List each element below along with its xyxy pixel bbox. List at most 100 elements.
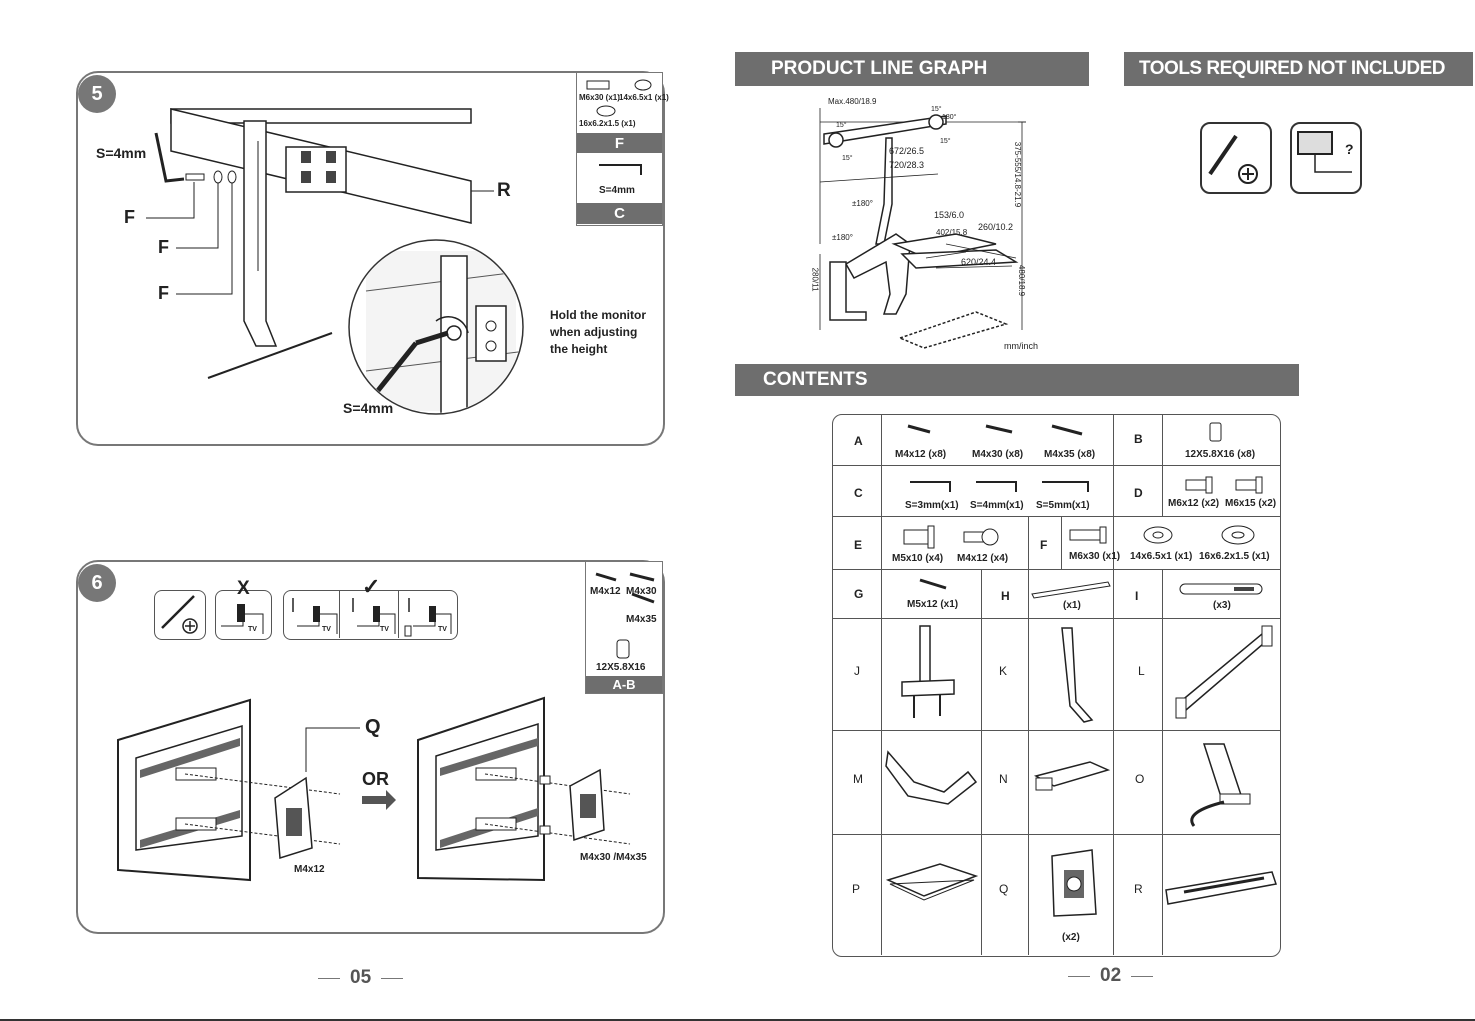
row-line — [832, 465, 1280, 466]
or-label: OR — [362, 769, 389, 789]
contents-title: CONTENTS — [763, 369, 868, 390]
step5-number: 5 — [78, 75, 116, 113]
d-item-2: M6x15 (x2) — [1225, 498, 1277, 509]
col-line — [981, 569, 982, 955]
page-number-05: 05 — [350, 967, 372, 988]
f-item-2: 14x6.5x1 (x1) — [1130, 551, 1193, 562]
spacer-b-icon — [1209, 422, 1222, 442]
q-label: Q — [365, 716, 381, 738]
row-line — [832, 618, 1280, 619]
bolts-d-icon — [1185, 476, 1263, 494]
bracket-o-icon — [1190, 743, 1251, 827]
dim-480: 480/18.9 — [1017, 264, 1027, 297]
vesa-q-icon — [1051, 849, 1097, 917]
screwdriver-tool — [1200, 122, 1272, 194]
dim-260: 260/10.2 — [978, 222, 1014, 232]
g-item-1: M5x12 (x1) — [907, 599, 959, 610]
dim-pm180-2: ±180° — [832, 233, 853, 242]
letter-q: Q — [999, 882, 1009, 896]
dim-153: 153/6.0 — [934, 210, 965, 220]
tv-label-1: TV — [248, 626, 257, 633]
row-line — [832, 569, 1280, 570]
screw-m4x12: M4x12 — [590, 586, 621, 597]
contents-header: CONTENTS — [735, 364, 1299, 396]
c-item-2: S=4mm(x1) — [970, 500, 1024, 511]
screws-e-icon — [903, 525, 999, 549]
letter-g: G — [854, 587, 864, 601]
a-item-2: M4x30 (x8) — [972, 449, 1024, 460]
cover-h-icon — [1031, 581, 1111, 599]
f-label-3: F — [158, 283, 169, 303]
phillips-screwdriver-icon — [1208, 134, 1258, 184]
tray-p-icon — [885, 863, 979, 901]
page-number-right: 02 — [1068, 965, 1154, 987]
dim-280: 280/11 — [810, 267, 820, 292]
hex-key-label: S=4mm — [96, 145, 147, 161]
col-line — [1113, 414, 1114, 569]
dim-375-555: 375-555/14.8-21.9 — [1013, 141, 1023, 208]
hex-keys-icon — [910, 481, 1089, 492]
a-item-3: M4x35 (x8) — [1044, 449, 1096, 460]
spacer-label: 12X5.8X16 — [596, 662, 646, 673]
row-line — [832, 730, 1280, 731]
note-line-2: when adjusting — [550, 325, 638, 339]
f-item-1: M6x30 (x1) — [1069, 551, 1121, 562]
e-item-2: M4x12 (x4) — [957, 553, 1009, 564]
right-screw-label: M4x30 /M4x35 — [580, 852, 647, 863]
divider — [398, 590, 399, 638]
tv-question-icon — [1297, 131, 1352, 173]
dim-672: 672/26.5 — [889, 146, 925, 156]
col-line — [1028, 569, 1029, 955]
strip-i-icon — [1179, 583, 1263, 595]
f-label-2: F — [158, 237, 169, 257]
tv-label-3: TV — [380, 626, 389, 633]
letter-o: O — [1135, 772, 1145, 786]
col-line — [1162, 414, 1163, 516]
question-mark: ? — [1345, 141, 1354, 157]
note-line-1: Hold the monitor — [550, 308, 646, 322]
letter-j: J — [854, 664, 860, 678]
tray-n-icon — [1033, 761, 1111, 791]
screw-g-icon — [919, 578, 947, 590]
crossbar-r-icon — [1165, 871, 1277, 905]
wrong-mark: X — [237, 578, 250, 599]
bottom-rule — [0, 1019, 1475, 1021]
correct-methods-box — [283, 590, 458, 640]
letter-r: R — [1134, 882, 1143, 896]
f-label-1: F — [124, 207, 135, 227]
col-line — [1162, 569, 1163, 955]
dim-pm180-1: ±180° — [852, 199, 873, 208]
f-part-2: 14x6.5x1 (x1) — [619, 93, 669, 102]
q-item-1: (x2) — [1062, 932, 1080, 943]
letter-i: I — [1135, 589, 1139, 603]
page-number-left: 05 — [318, 967, 404, 989]
e-item-1: M5x10 (x4) — [892, 553, 944, 564]
letter-a: A — [854, 434, 863, 448]
letter-p: P — [852, 882, 861, 896]
d-item-1: M6x12 (x2) — [1168, 498, 1220, 509]
tools-title: TOOLS REQUIRED NOT INCLUDED — [1139, 58, 1446, 79]
screwdriver-tool-box — [154, 590, 206, 640]
letter-n: N — [999, 772, 1008, 786]
f-part-3: 16x6.2x1.5 (x1) — [579, 119, 636, 128]
f-part-1: M6x30 (x1) — [579, 93, 620, 102]
arm-m-icon — [885, 750, 978, 805]
screw-icons — [595, 572, 655, 604]
step6-parts-box: M4x12 M4x30 M4x35 12X5.8X16 A-B — [585, 561, 663, 694]
col-line — [1113, 569, 1114, 955]
c-header: C — [577, 203, 662, 224]
tools-header: TOOLS REQUIRED NOT INCLUDED — [1124, 52, 1473, 86]
c-item: S=4mm — [599, 185, 635, 196]
pole — [243, 120, 278, 347]
hex-key-detail-label: S=4mm — [343, 400, 394, 416]
letter-e: E — [854, 538, 863, 552]
dim-180: 180° — [942, 114, 957, 121]
dim-402: 402/15.8 — [936, 228, 968, 237]
dim-15-2: 15° — [931, 106, 942, 113]
note-line-3: the height — [550, 342, 608, 356]
base-j-icon — [901, 625, 955, 718]
step5-parts-box: M6x30 (x1) 14x6.5x1 (x1) 16x6.2x1.5 (x1)… — [576, 72, 669, 226]
hex-key-c-icon — [599, 164, 642, 175]
dim-15-3: 15° — [940, 138, 951, 145]
col-line — [1028, 516, 1029, 569]
